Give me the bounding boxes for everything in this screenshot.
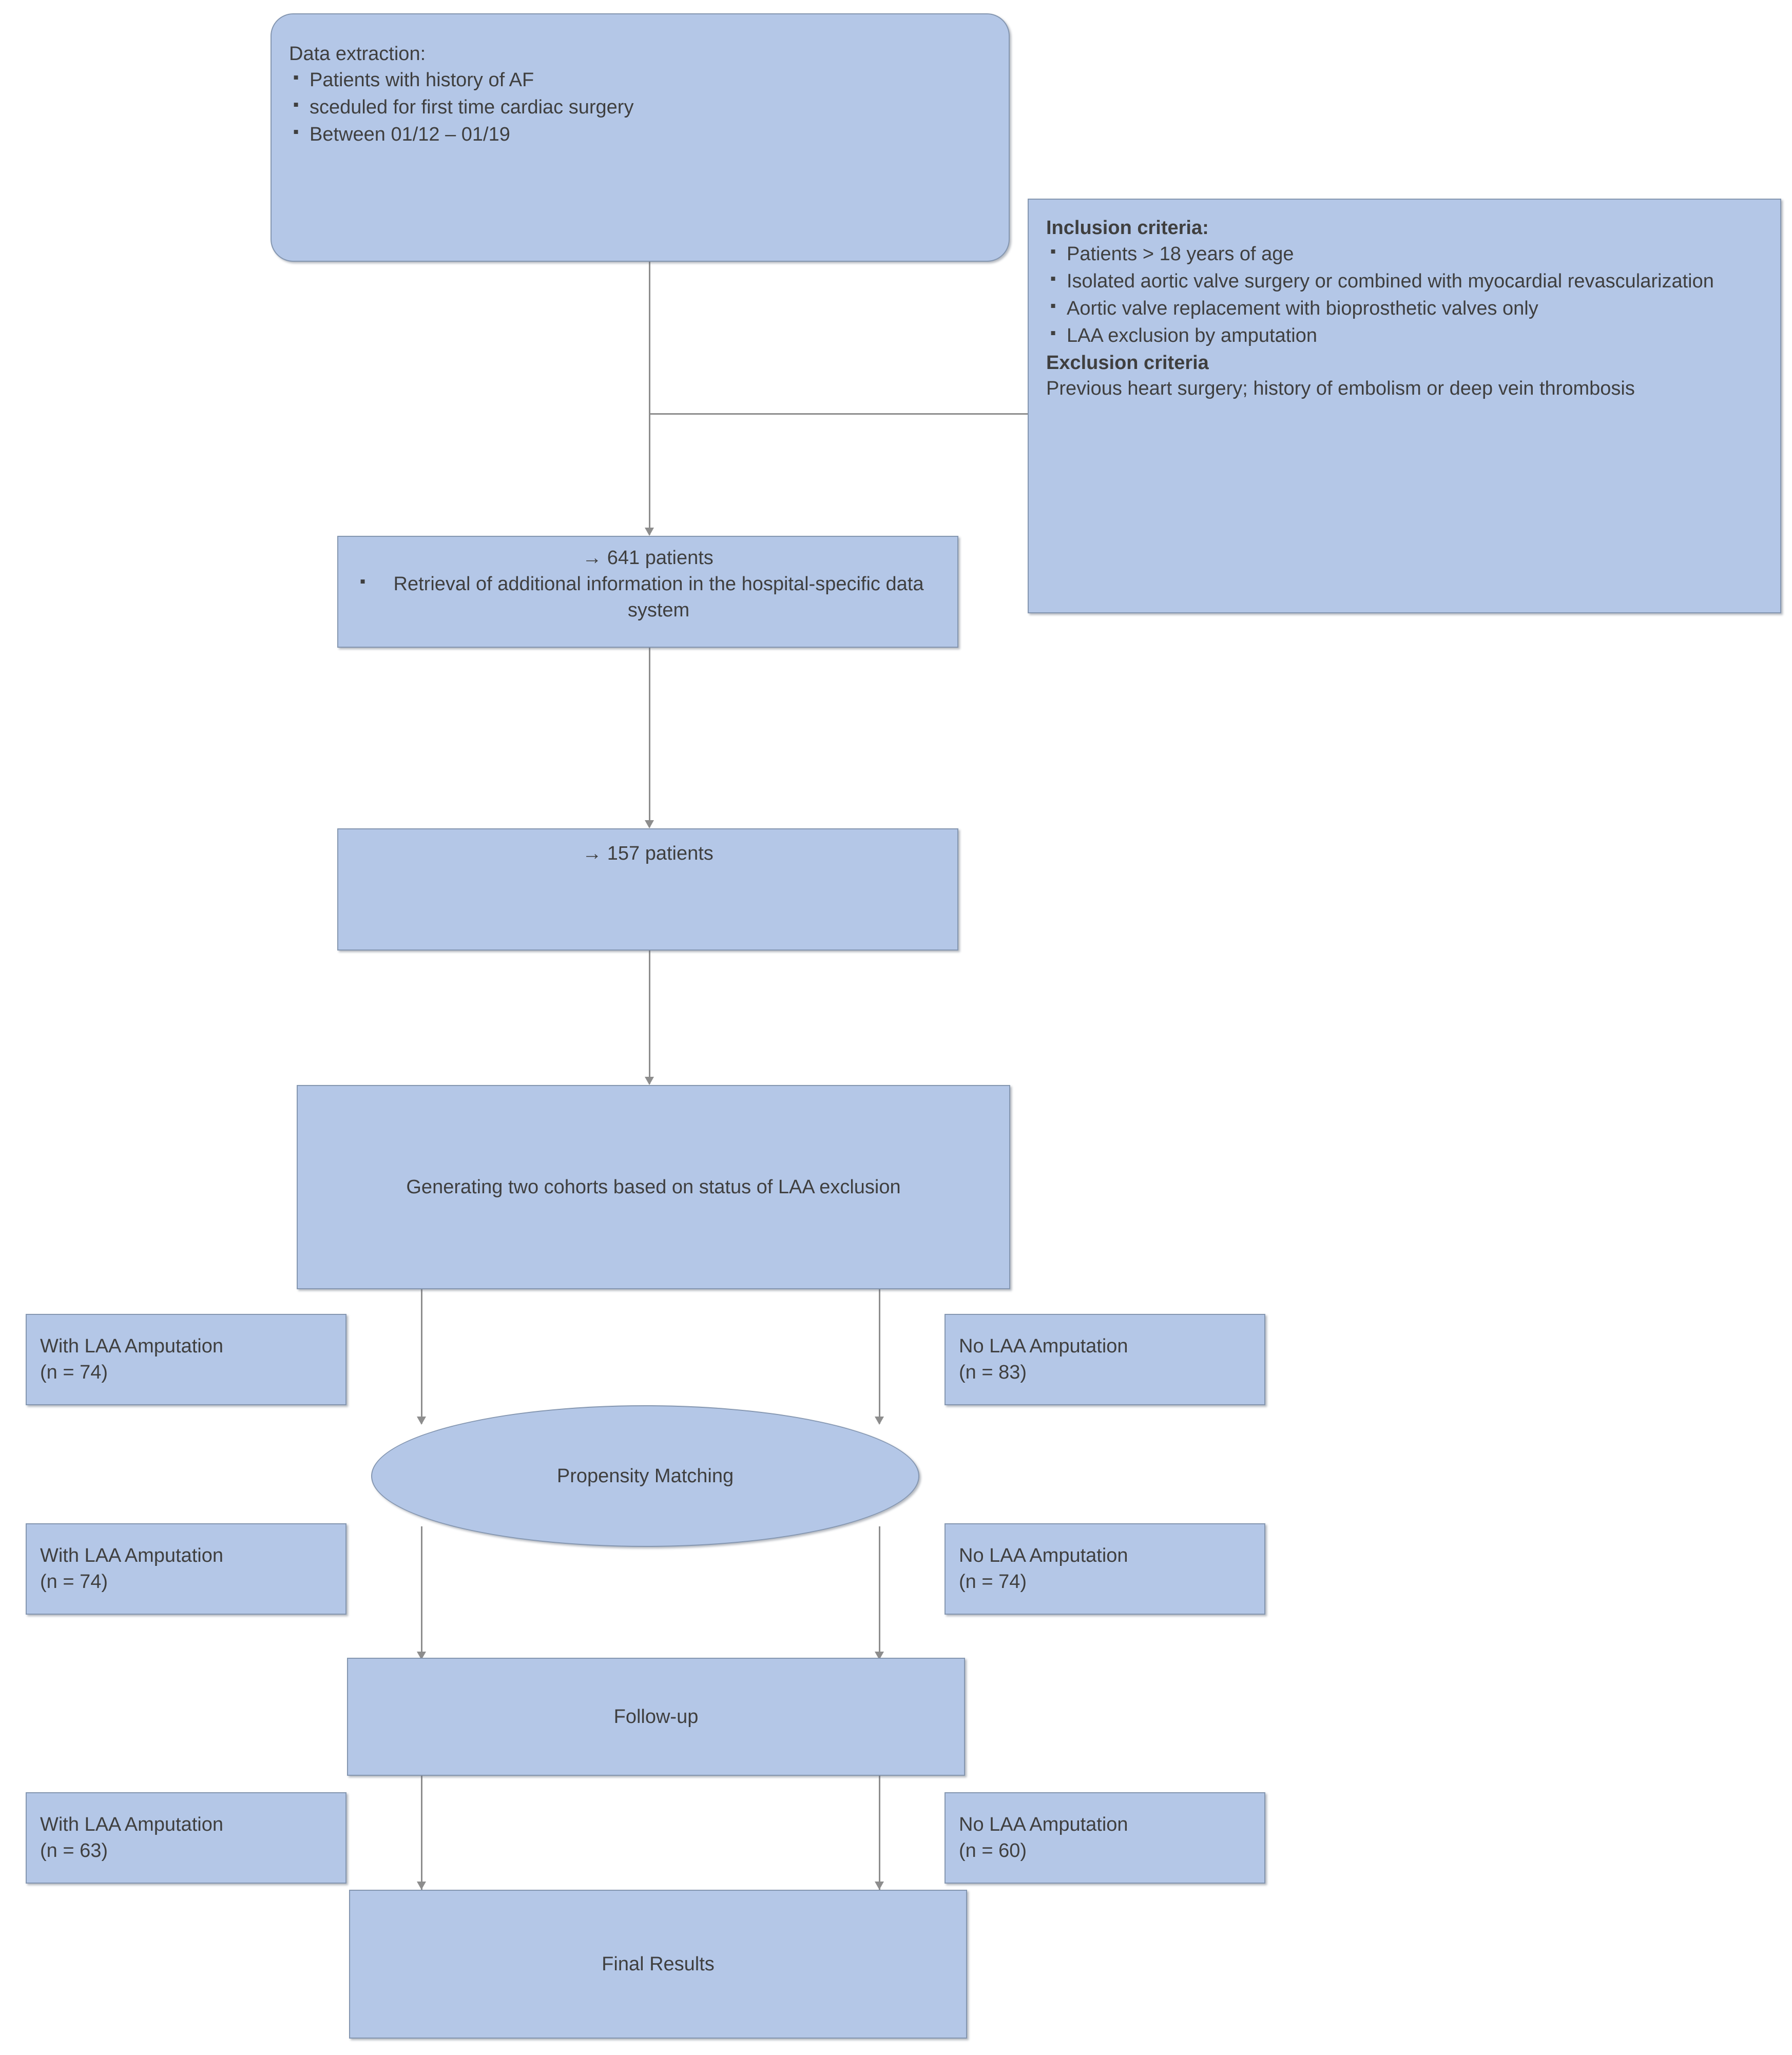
connector-157-to-cohorts [649,951,650,1084]
connector-followup-to-final-right [879,1776,880,1890]
data-extraction-heading: Data extraction: [289,43,426,65]
arrowhead-final-left [417,1882,426,1890]
node-propensity-matching[interactable]: Propensity Matching [371,1405,919,1547]
arrowhead-to-cohorts [645,1077,654,1085]
cohort-with-matched-label: With LAA Amputation [40,1545,223,1567]
connector-extraction-to-criteria [649,413,1029,415]
connector-cohorts-to-propensity-right [879,1289,880,1424]
list-item: Patients > 18 years of age [1046,240,1763,267]
node-cohort-no-followup[interactable]: No LAA Amputation (n = 60) [945,1792,1265,1884]
cohort-with-pre-count: (n = 74) [40,1362,108,1383]
exclusion-criteria-heading: Exclusion criteria [1046,352,1209,374]
inclusion-criteria-heading: Inclusion criteria: [1046,217,1209,239]
cohort-no-followup-label: No LAA Amputation [959,1814,1128,1836]
list-item: Isolated aortic valve surgery or combine… [1046,267,1763,295]
final-results-label: Final Results [602,1953,715,1975]
exclusion-criteria-text: Previous heart surgery; history of embol… [1046,378,1635,400]
cohort-generation-label: Generating two cohorts based on status o… [406,1176,901,1198]
arrowhead-propensity-right [875,1417,884,1425]
connector-extraction-to-641 [649,261,650,535]
connector-641-to-157 [649,648,650,827]
list-item: Retrieval of additional information in t… [356,570,940,624]
node-final-results[interactable]: Final Results [349,1890,967,2039]
list-item: Aortic valve replacement with bioprosthe… [1046,295,1763,322]
patients-641-bullets: Retrieval of additional information in t… [356,570,940,625]
node-157-patients[interactable]: → 157 patients [337,828,958,951]
cohort-with-followup-count: (n = 63) [40,1840,108,1862]
followup-label: Follow-up [613,1705,699,1728]
node-cohort-generation[interactable]: Generating two cohorts based on status o… [297,1085,1010,1289]
node-followup[interactable]: Follow-up [347,1658,965,1776]
list-item: Between 01/12 – 01/19 [289,121,991,148]
cohort-with-followup-label: With LAA Amputation [40,1814,223,1836]
cohort-no-matched-count: (n = 74) [959,1571,1027,1593]
node-data-extraction[interactable]: Data extraction: Patients with history o… [271,13,1010,262]
node-cohort-with-followup[interactable]: With LAA Amputation (n = 63) [26,1792,346,1884]
connector-propensity-to-followup-right [879,1526,880,1660]
cohort-with-matched-count: (n = 74) [40,1571,108,1593]
arrowhead-propensity-left [417,1417,426,1425]
data-extraction-bullets: Patients with history of AF sceduled for… [289,66,991,148]
list-item: LAA exclusion by amputation [1046,322,1763,349]
connector-cohorts-to-propensity-left [421,1289,422,1424]
node-641-patients[interactable]: → 641 patients Retrieval of additional i… [337,536,958,648]
cohort-no-followup-count: (n = 60) [959,1840,1027,1862]
arrowhead-final-right [875,1882,884,1890]
arrowhead-to-157 [645,820,654,828]
inclusion-criteria-bullets: Patients > 18 years of age Isolated aort… [1046,240,1763,349]
list-item: Patients with history of AF [289,66,991,93]
patients-641-headline: → 641 patients [582,547,714,569]
connector-followup-to-final-left [421,1776,422,1890]
node-cohort-no-pre[interactable]: No LAA Amputation (n = 83) [945,1314,1265,1405]
cohort-no-matched-label: No LAA Amputation [959,1545,1128,1567]
arrowhead-to-641 [645,528,654,536]
cohort-no-pre-count: (n = 83) [959,1362,1027,1383]
node-cohort-no-matched[interactable]: No LAA Amputation (n = 74) [945,1523,1265,1615]
node-cohort-with-matched[interactable]: With LAA Amputation (n = 74) [26,1523,346,1615]
node-cohort-with-pre[interactable]: With LAA Amputation (n = 74) [26,1314,346,1405]
node-criteria[interactable]: Inclusion criteria: Patients > 18 years … [1028,199,1781,613]
patients-157-headline: → 157 patients [582,843,714,864]
cohort-with-pre-label: With LAA Amputation [40,1335,223,1358]
connector-propensity-to-followup-left [421,1526,422,1660]
propensity-matching-label: Propensity Matching [556,1465,734,1487]
cohort-no-pre-label: No LAA Amputation [959,1335,1128,1358]
list-item: sceduled for first time cardiac surgery [289,93,991,121]
